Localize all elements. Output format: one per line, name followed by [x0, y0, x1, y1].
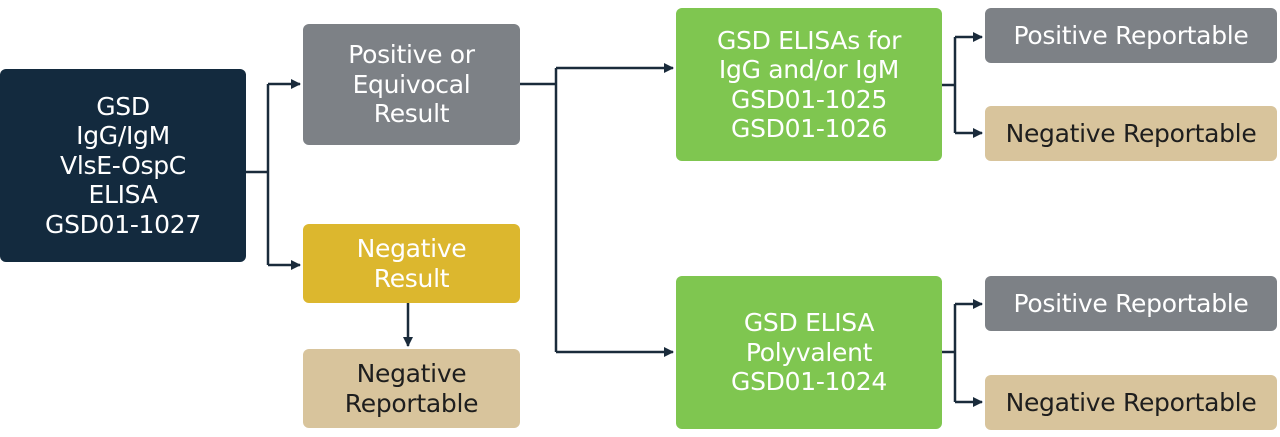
node-negative-reportable-left: Negative Reportable: [303, 349, 520, 428]
node-label: Positive Reportable: [1013, 288, 1249, 318]
node-line: GSD01-1027: [45, 209, 201, 239]
node-negative-result: Negative Result: [303, 224, 520, 303]
node-line: GSD ELISA: [743, 308, 875, 338]
node-label: Negative Reportable: [1005, 118, 1257, 148]
node-elisa-polyvalent: GSD ELISA Polyvalent GSD01-1024: [676, 276, 942, 429]
node-gsd-igg-igm-elisa: GSD IgG/IgM VlsE-OspC ELISA GSD01-1027: [0, 69, 246, 262]
node-line: Negative: [356, 234, 467, 263]
node-line: VlsE-OspC: [60, 150, 186, 180]
node-elisas-igg-igm: GSD ELISAs for IgG and/or IgM GSD01-1025…: [676, 8, 942, 161]
node-positive-or-equivocal: Positive or Equivocal Result: [303, 24, 520, 145]
node-line: IgG/IgM: [76, 121, 170, 151]
node-line: GSD ELISAs for: [716, 25, 902, 55]
node-line: Reportable: [344, 388, 479, 418]
node-line: Result: [373, 99, 450, 129]
connector-start-trunk: [246, 84, 270, 265]
node-line: Equivocal: [352, 69, 471, 99]
node-line: Polyvalent: [745, 337, 873, 367]
node-negative-reportable-bottom: Negative Reportable: [985, 375, 1277, 430]
node-negative-reportable-top: Negative Reportable: [985, 106, 1277, 161]
node-line: IgG and/or IgM: [718, 55, 900, 84]
node-line: ELISA: [88, 180, 158, 210]
connector-positive-trunk: [520, 68, 558, 352]
node-positive-reportable-top: Positive Reportable: [985, 8, 1277, 63]
node-positive-reportable-bottom: Positive Reportable: [985, 276, 1277, 331]
connector-bottom-outputs: [942, 304, 957, 402]
node-label: Positive Reportable: [1013, 20, 1249, 50]
node-label: Negative Reportable: [1005, 387, 1257, 417]
node-line: GSD01-1026: [731, 114, 887, 143]
node-line: GSD01-1025: [731, 84, 887, 114]
node-line: Result: [373, 263, 450, 293]
node-line: Positive or: [348, 40, 475, 70]
connector-top-outputs: [942, 37, 957, 133]
node-line: GSD01-1024: [731, 367, 887, 397]
node-line: Negative: [356, 359, 467, 388]
node-line: GSD: [96, 91, 150, 121]
